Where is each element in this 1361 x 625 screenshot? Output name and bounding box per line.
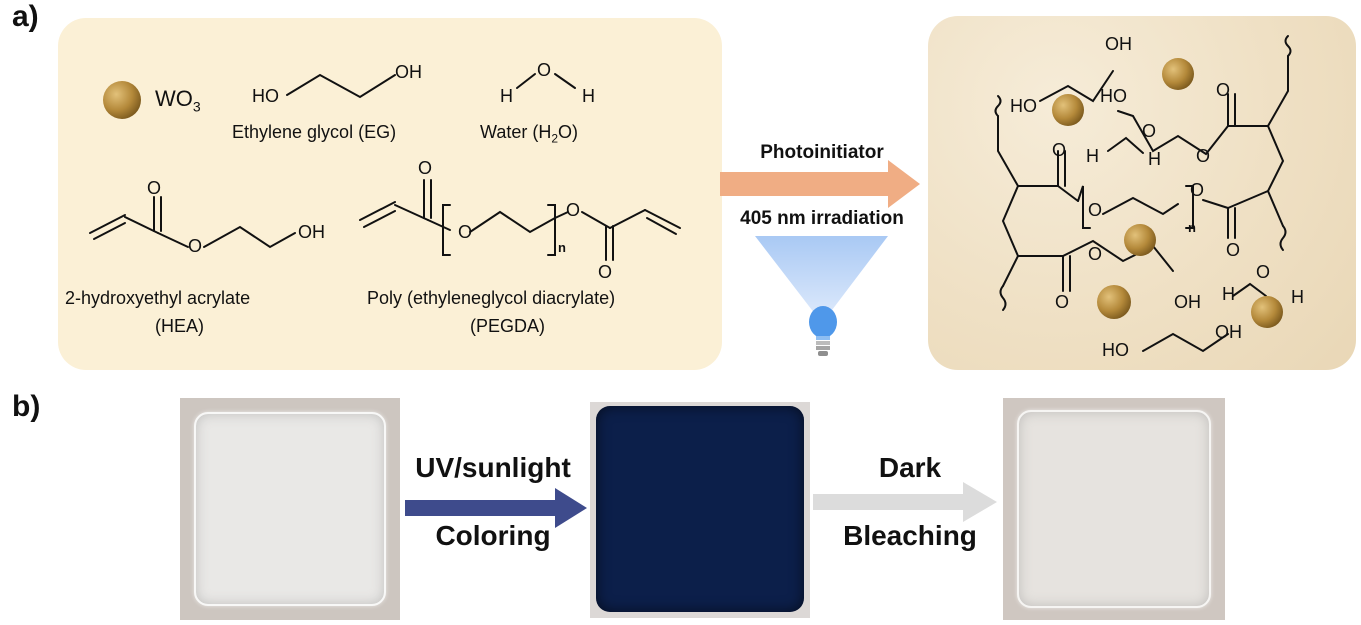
hea-carbonyl-o-atom: O: [147, 178, 162, 198]
pegda-name-line2: (PEGDA): [470, 316, 546, 336]
pegda-ester-o-atom: O: [566, 200, 581, 220]
coloring-label: Coloring: [435, 520, 551, 551]
pegda-left-carbonyl-o-atom: O: [418, 158, 433, 178]
pegda-structure: [359, 179, 681, 261]
pegda-repeat-o-atom: O: [458, 222, 473, 242]
reaction-arrow: [720, 160, 920, 208]
hea-oh-atom: OH: [298, 222, 325, 242]
net-ho-1: HO: [1010, 96, 1037, 116]
net-o-water-1: O: [1142, 121, 1157, 141]
net-o-5: O: [1190, 180, 1205, 200]
net-o-2: O: [1196, 146, 1211, 166]
photoinitiator-label: Photoinitiator: [760, 142, 884, 163]
ethylene-glycol-structure: [286, 73, 396, 99]
wo3-particle-icon: [103, 81, 141, 119]
net-o-8: O: [1088, 244, 1103, 264]
hea-name-line1: 2-hydroxyethyl acrylate: [65, 288, 251, 308]
net-oh-1: OH: [1105, 34, 1132, 54]
irradiation-label: 405 nm irradiation: [740, 208, 904, 229]
hydrogel-network-structure: [994, 35, 1292, 353]
net-h-water-1b: H: [1148, 149, 1161, 169]
coloring-arrow: [405, 488, 587, 528]
hydrogel-network-panel: [928, 16, 1356, 370]
net-o-6: O: [1226, 240, 1241, 260]
hea-name-line2: (HEA): [155, 316, 204, 336]
water-o-atom: O: [537, 60, 552, 80]
bleaching-label: Bleaching: [843, 520, 977, 551]
panel-b-label: b): [12, 390, 41, 423]
uv-sunlight-label: UV/sunlight: [415, 452, 571, 483]
wo3-label: WO3: [155, 86, 201, 115]
pegda-right-carbonyl-o-atom: O: [598, 262, 613, 282]
reactants-panel: [58, 18, 722, 370]
net-ho-3: HO: [1102, 340, 1129, 360]
sample-initial-photo: [180, 398, 400, 620]
bleaching-arrow: [813, 482, 997, 522]
water-h-right-atom: H: [582, 86, 595, 106]
net-o-3: O: [1052, 140, 1067, 160]
eg-ho-atom: HO: [252, 86, 279, 106]
panel-a-label: a): [12, 0, 39, 33]
net-o-water-2: O: [1256, 262, 1271, 282]
sample-bleached-photo: [1003, 398, 1225, 620]
net-oh-3: OH: [1215, 322, 1242, 342]
net-h-water-1a: H: [1086, 146, 1099, 166]
net-h-water-2a: H: [1222, 284, 1235, 304]
water-structure: [516, 73, 576, 89]
net-ho-2: HO: [1100, 86, 1127, 106]
net-o-7: O: [1055, 292, 1070, 312]
water-h-left-atom: H: [500, 86, 513, 106]
hea-ester-o-atom: O: [188, 236, 203, 256]
net-o-1: O: [1216, 80, 1231, 100]
dark-label: Dark: [878, 452, 942, 483]
net-h-water-2b: H: [1291, 287, 1304, 307]
net-n: n: [1188, 220, 1196, 235]
eg-oh-atom: OH: [395, 62, 422, 82]
pegda-repeat-n: n: [558, 240, 566, 255]
pegda-name-line1: Poly (ethyleneglycol diacrylate): [367, 288, 616, 308]
light-cone: [755, 236, 888, 314]
light-bulb-icon: [809, 306, 837, 356]
water-name: Water (H2O): [480, 122, 579, 146]
eg-name: Ethylene glycol (EG): [232, 122, 397, 142]
net-oh-2: OH: [1174, 292, 1201, 312]
hea-structure: [89, 196, 296, 249]
net-o-4: O: [1088, 200, 1103, 220]
sample-colored-photo: [590, 402, 810, 618]
